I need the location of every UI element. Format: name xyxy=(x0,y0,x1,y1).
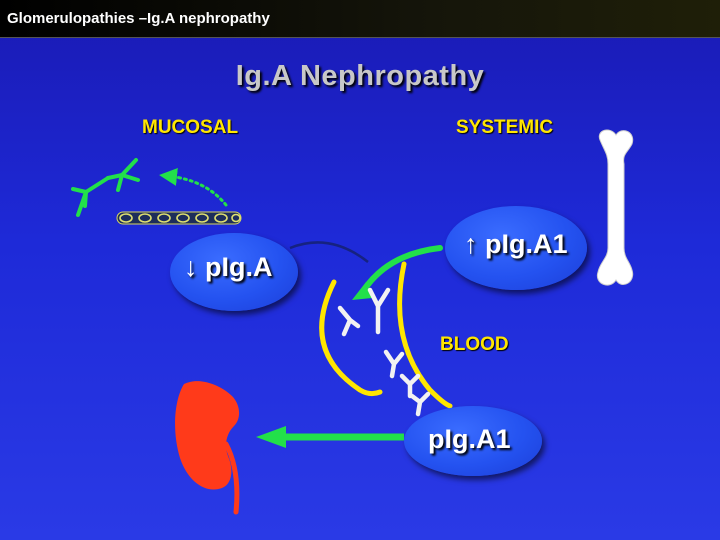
mucosal-piga-text: pIg.A xyxy=(205,252,273,282)
systemic-piga1-text: pIg.A1 xyxy=(485,229,568,259)
bone-icon xyxy=(596,129,634,286)
mucosal-heading: MUCOSAL xyxy=(142,117,239,138)
systemic-to-blood-arrow xyxy=(361,245,443,293)
systemic-heading: SYSTEMIC xyxy=(456,117,554,138)
mucosal-piga-label: ↓ pIg.A xyxy=(184,252,273,283)
vessel-arc-right xyxy=(397,261,453,409)
up-arrow-icon: ↑ xyxy=(464,229,478,259)
mucosal-piga-oval xyxy=(170,233,298,311)
blood-to-kidney-arrowhead xyxy=(256,426,286,448)
kidney-icon xyxy=(175,381,240,515)
mucosa-cells-icon xyxy=(116,211,242,225)
blood-label: BLOOD xyxy=(440,334,509,355)
systemic-to-blood-arrowhead xyxy=(352,282,372,300)
connector-arc xyxy=(289,241,369,263)
down-arrow-icon: ↓ xyxy=(184,252,198,282)
header-title: Glomerulopathies –Ig.A nephropathy xyxy=(7,10,270,27)
blood-antibodies-icon xyxy=(337,287,431,417)
header-bar: Glomerulopathies –Ig.A nephropathy xyxy=(0,0,720,38)
blood-piga1-label: pIg.A1 xyxy=(428,424,511,454)
blood-piga1-oval xyxy=(404,406,542,476)
systemic-piga1-oval xyxy=(445,206,587,290)
systemic-piga1-label: ↑ pIg.A1 xyxy=(464,229,568,260)
vessel-arc-left xyxy=(319,279,383,397)
secretion-dotted-arrow xyxy=(159,167,228,207)
mucosal-antibody-icon xyxy=(71,158,140,217)
slide-title: Ig.A Nephropathy xyxy=(235,60,485,92)
